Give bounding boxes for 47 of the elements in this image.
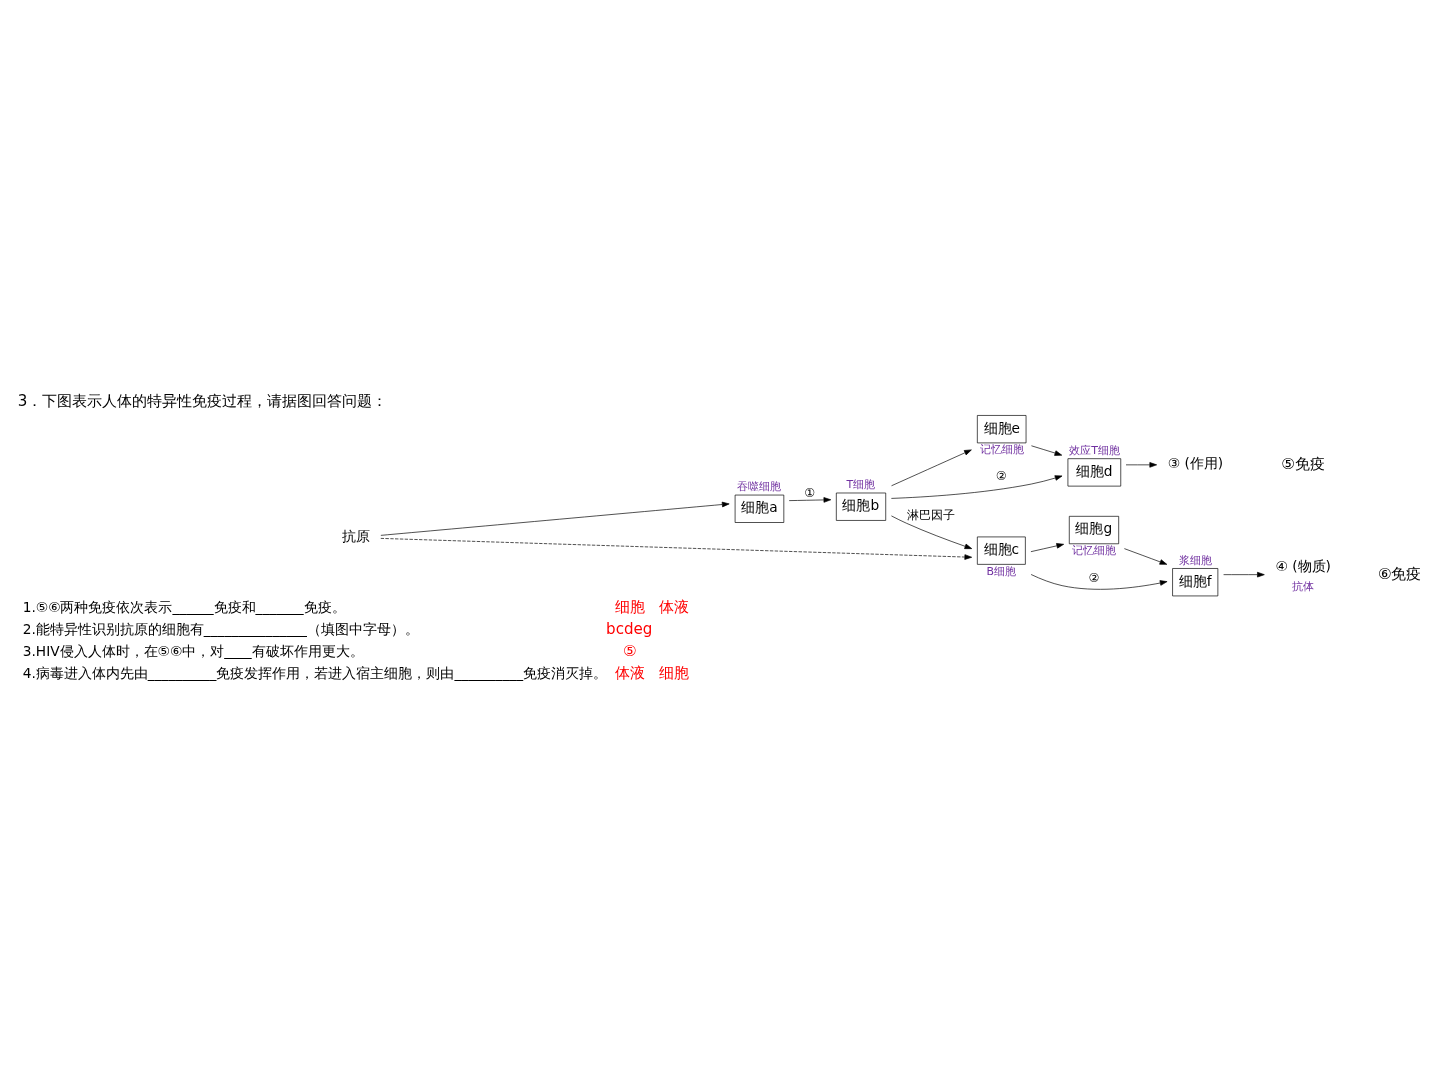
arrow — [891, 475, 1063, 499]
arrow — [1030, 574, 1168, 590]
node-box: 细胞a — [734, 494, 785, 523]
node-label: B细胞 — [986, 564, 1017, 578]
node-text: 抗原 — [341, 528, 370, 545]
arrow — [1030, 543, 1065, 552]
node-box: 细胞d — [1067, 458, 1122, 487]
label: 2.能特异性识别抗原的细胞有_______________（填图中字母）。 — [22, 620, 419, 637]
arrow — [1223, 571, 1265, 578]
arrow — [380, 538, 973, 560]
node-label: 记忆细胞 — [979, 443, 1024, 457]
arrow — [380, 501, 730, 536]
arrow — [1124, 548, 1168, 565]
label: 细胞 — [614, 598, 645, 617]
label: 4.病毒进入体内先由__________免疫发挥作用，若进入宿主细胞，则由__________免疫消灭掉。 — [22, 664, 608, 681]
node-text: ③ (作用) — [1167, 455, 1224, 472]
node-text: ④ (物质) — [1275, 557, 1331, 574]
node-box: 细胞e — [977, 415, 1027, 444]
label: 细胞 — [658, 664, 689, 682]
edge-label: 淋巴因子 — [907, 508, 956, 523]
label: 体液 — [658, 598, 689, 617]
label: ⑤ — [622, 642, 637, 661]
node-box: 细胞f — [1172, 568, 1219, 597]
arrow — [788, 497, 832, 503]
node-box: 细胞g — [1068, 516, 1120, 545]
label: 1.⑤⑥两种免疫依次表示______免疫和_______免疫。 — [22, 598, 346, 615]
label: 体液 — [614, 664, 645, 682]
node-box: 细胞c — [977, 536, 1026, 565]
arrow — [891, 515, 973, 549]
arrow — [891, 449, 972, 487]
node-label: 吞噬细胞 — [737, 480, 782, 494]
node-label: T细胞 — [846, 478, 876, 492]
arrow — [1125, 462, 1157, 468]
node-label: 记忆细胞 — [1072, 543, 1117, 557]
edge-label: ② — [995, 469, 1007, 484]
label: ⑤免疫 — [1281, 454, 1325, 473]
label: 3.HIV侵入人体时，在⑤⑥中，对____有破坏作用更大。 — [22, 642, 364, 659]
edge-label: ① — [804, 485, 816, 500]
node-box: 细胞b — [835, 492, 887, 521]
node-label: 效应T细胞 — [1069, 443, 1120, 457]
node-label: 抗体 — [1291, 580, 1314, 594]
node-label: 浆细胞 — [1178, 553, 1212, 567]
label: bcdeg — [606, 620, 653, 639]
diagram-title: 3．下图表示人体的特异性免疫过程，请据图回答问题： — [17, 391, 388, 410]
label: ⑥免疫 — [1377, 564, 1422, 583]
edge-label: ② — [1088, 570, 1100, 585]
arrow — [1031, 445, 1063, 456]
